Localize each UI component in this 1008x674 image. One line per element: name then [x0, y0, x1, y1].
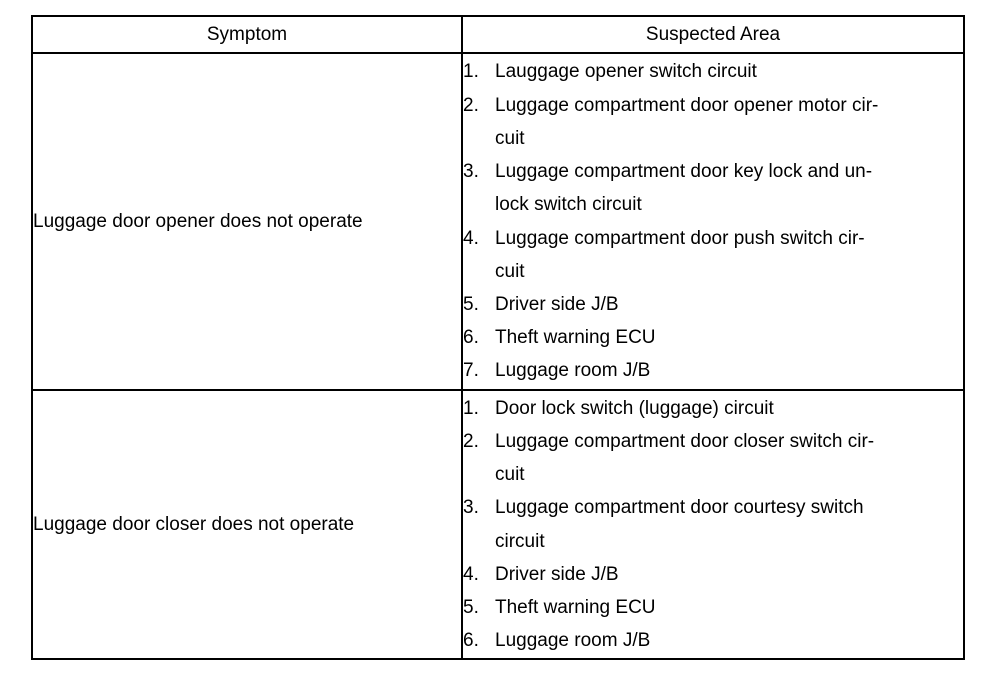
suspected-area-cell: 1. Lauggage opener switch circuit 2. Luggag…: [461, 52, 965, 391]
list-item-line: Luggage compartment door key lock and un…: [495, 161, 873, 183]
list-item-line: Driver side J/B: [495, 293, 619, 315]
list-item-number: 1.: [463, 397, 479, 419]
list-item-number: 4.: [463, 227, 479, 249]
suspected-area-cell: 1. Door lock switch (luggage) circuit 2. Lu…: [461, 389, 965, 660]
list-item-text: Luggage room J/B: [495, 354, 963, 387]
list-item: 4. Luggage compartment door push switch c…: [463, 222, 963, 288]
table-row: Luggage door closer does not operate 1. D…: [31, 389, 965, 660]
list-item-line: cuit: [495, 127, 525, 149]
list-item: 3. Luggage compartment door courtesy swit…: [463, 491, 963, 557]
list-item-text: Lauggage opener switch circuit: [495, 55, 963, 88]
list-item-number: 7.: [463, 360, 479, 382]
list-item-text: Luggage compartment door opener motor ci…: [495, 89, 963, 155]
list-item-number: 5.: [463, 293, 479, 315]
list-item: 3. Luggage compartment door key lock and …: [463, 155, 963, 221]
list-item-line: Luggage compartment door opener motor ci…: [495, 94, 879, 116]
list-item-line: Luggage compartment door closer switch c…: [495, 430, 875, 452]
list-item-line: Luggage compartment door courtesy switch: [495, 497, 864, 519]
suspected-area-list: 1. Door lock switch (luggage) circuit 2. Lu…: [463, 392, 963, 658]
list-item-line: circuit: [495, 530, 545, 552]
list-item-text: Door lock switch (luggage) circuit: [495, 392, 963, 425]
list-item-number: 6.: [463, 327, 479, 349]
list-item: 6. Luggage room J/B: [463, 624, 963, 657]
list-item-text: Luggage compartment door key lock and un…: [495, 155, 963, 221]
list-item: 2. Luggage compartment door opener motor …: [463, 89, 963, 155]
list-item: 5. Driver side J/B: [463, 288, 963, 321]
list-item-line: Luggage room J/B: [495, 360, 651, 382]
list-item-line: lock switch circuit: [495, 194, 642, 216]
symptom-cell: Luggage door opener does not operate: [31, 52, 463, 391]
list-item-text: Driver side J/B: [495, 558, 963, 591]
list-item: 4. Driver side J/B: [463, 558, 963, 591]
list-item-number: 3.: [463, 161, 479, 183]
header-suspected-area: Suspected Area: [461, 15, 965, 54]
list-item-line: Luggage compartment door push switch cir…: [495, 227, 865, 249]
list-item-text: Theft warning ECU: [495, 591, 963, 624]
list-item-line: cuit: [495, 464, 525, 486]
table-row: Luggage door opener does not operate 1. L…: [31, 52, 965, 391]
list-item-line: Luggage room J/B: [495, 630, 651, 652]
list-item: 7. Luggage room J/B: [463, 354, 963, 387]
list-item-number: 3.: [463, 497, 479, 519]
list-item-text: Luggage compartment door courtesy switch…: [495, 491, 963, 557]
list-item: 1. Lauggage opener switch circuit: [463, 55, 963, 88]
troubleshooting-table: Symptom Suspected Area Luggage door open…: [31, 15, 965, 660]
list-item: 2. Luggage compartment door closer switch…: [463, 425, 963, 491]
list-item-line: Theft warning ECU: [495, 327, 656, 349]
list-item-text: Luggage compartment door closer switch c…: [495, 425, 963, 491]
list-item-line: Lauggage opener switch circuit: [495, 61, 757, 83]
suspected-area-list: 1. Lauggage opener switch circuit 2. Luggag…: [463, 55, 963, 387]
list-item-line: Driver side J/B: [495, 563, 619, 585]
list-item-line: cuit: [495, 260, 525, 282]
header-symptom: Symptom: [31, 15, 463, 54]
symptom-cell: Luggage door closer does not operate: [31, 389, 463, 660]
list-item-number: 4.: [463, 563, 479, 585]
list-item-text: Driver side J/B: [495, 288, 963, 321]
list-item-text: Luggage compartment door push switch cir…: [495, 222, 963, 288]
list-item: 5. Theft warning ECU: [463, 591, 963, 624]
list-item-number: 5.: [463, 596, 479, 618]
list-item-number: 2.: [463, 94, 479, 116]
list-item: 6. Theft warning ECU: [463, 321, 963, 354]
list-item-line: Door lock switch (luggage) circuit: [495, 397, 774, 419]
list-item-number: 2.: [463, 430, 479, 452]
list-item-number: 6.: [463, 630, 479, 652]
list-item-text: Luggage room J/B: [495, 624, 963, 657]
list-item-line: Theft warning ECU: [495, 596, 656, 618]
list-item: 1. Door lock switch (luggage) circuit: [463, 392, 963, 425]
table-header-row: Symptom Suspected Area: [31, 15, 965, 54]
list-item-number: 1.: [463, 61, 479, 83]
list-item-text: Theft warning ECU: [495, 321, 963, 354]
